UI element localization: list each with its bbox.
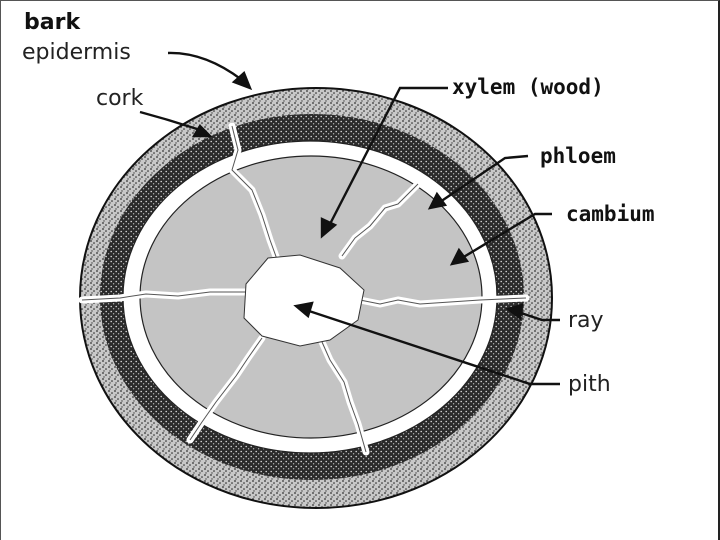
cork-label: cork: [96, 88, 143, 110]
xylem-label: xylem (wood): [452, 77, 604, 98]
cambium-label: cambium: [566, 204, 655, 225]
ray-label: ray: [568, 310, 604, 332]
pith-label: pith: [568, 374, 611, 396]
phloem-label: phloem: [540, 146, 616, 167]
bark-label: bark: [24, 12, 80, 34]
epidermis-leader: [168, 53, 242, 80]
epidermis-label: epidermis: [22, 42, 131, 64]
